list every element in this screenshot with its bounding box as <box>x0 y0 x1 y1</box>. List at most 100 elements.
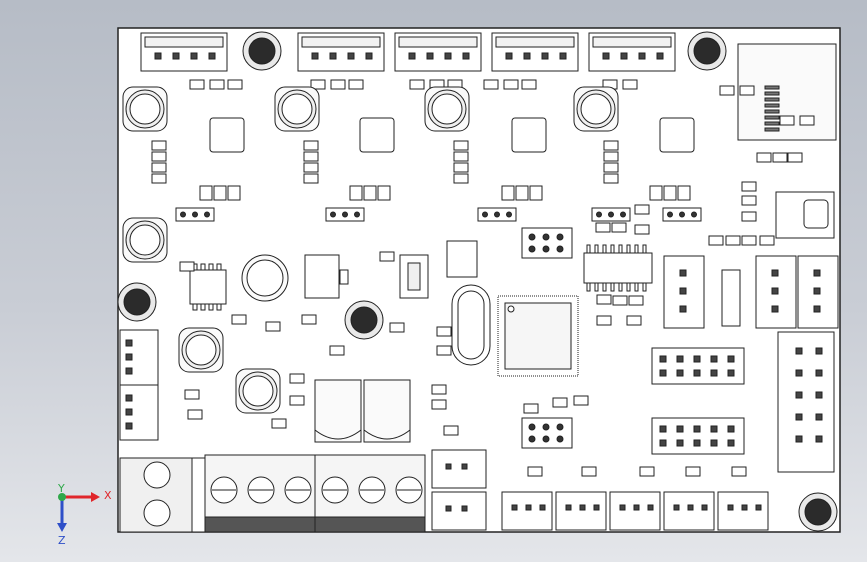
header-cluster <box>521 417 573 449</box>
chip-leg <box>192 303 198 311</box>
header-pin <box>691 211 697 218</box>
z-axis-label: Z <box>58 534 66 547</box>
jst-pin <box>579 504 586 511</box>
jst-pin <box>771 287 779 295</box>
smd-cap <box>649 185 663 201</box>
box-pin <box>815 435 823 443</box>
box-pin <box>815 391 823 399</box>
jst-connector-vertical <box>663 255 705 329</box>
jumper-pin <box>659 425 667 433</box>
button-cap <box>407 262 421 291</box>
jumper-block <box>651 417 745 455</box>
jst-pin <box>461 505 468 512</box>
smd-component <box>626 315 642 326</box>
smd-resistor <box>303 173 319 184</box>
jst-pin <box>755 504 762 511</box>
header-pin <box>667 211 673 218</box>
cap-curve <box>314 429 362 440</box>
header-pin <box>342 211 348 218</box>
smd-resistor <box>453 162 469 173</box>
smd-resistor <box>151 151 167 162</box>
jst-pin <box>687 504 694 511</box>
smd-pad <box>503 79 519 90</box>
smd-component <box>436 326 452 337</box>
header-pin <box>596 211 602 218</box>
jst-connector-bottom <box>555 491 607 531</box>
chip-leg <box>586 282 591 292</box>
jumper-pin <box>710 425 718 433</box>
box-pin <box>815 369 823 377</box>
jumper-pin <box>659 355 667 363</box>
header-pin <box>192 211 198 218</box>
jst-pin <box>701 504 708 511</box>
chip-leg <box>634 282 639 292</box>
sd-contact <box>764 103 780 108</box>
chip-leg <box>634 244 639 254</box>
chip-leg <box>200 303 206 311</box>
jst-pin <box>656 52 664 60</box>
smd-component <box>639 466 655 477</box>
smd-pad <box>521 79 537 90</box>
header-pin <box>204 211 210 218</box>
jumper-pin <box>710 439 718 447</box>
smd-component <box>431 384 447 395</box>
box-pin <box>795 347 803 355</box>
smd-component <box>741 211 757 222</box>
side-pin <box>125 408 133 416</box>
jst-pin <box>679 287 687 295</box>
smd-pad <box>189 79 205 90</box>
chip-leg <box>618 282 623 292</box>
smd-component <box>289 373 305 384</box>
jst-pin <box>444 52 452 60</box>
header-pin <box>528 233 536 241</box>
terminal-divider <box>191 457 207 533</box>
smd-pad <box>483 79 499 90</box>
header-pin <box>620 211 626 218</box>
smd-resistor <box>151 140 167 151</box>
inductor-core <box>129 93 161 125</box>
inductor-core <box>281 93 313 125</box>
chip-leg <box>208 303 214 311</box>
smd-component <box>756 152 772 163</box>
side-pin <box>125 394 133 402</box>
smd-component <box>634 224 650 235</box>
x-axis-arrow <box>91 492 100 502</box>
jst-pin <box>813 305 821 313</box>
smd-cap <box>515 185 529 201</box>
smd-component <box>271 418 287 429</box>
mounting-hole-icon <box>248 37 276 65</box>
smd-cap <box>213 185 227 201</box>
jst-pin <box>593 504 600 511</box>
smd-component <box>685 466 701 477</box>
smd-pad <box>409 79 425 90</box>
header-pin <box>556 435 564 443</box>
box-pin <box>795 435 803 443</box>
chip-leg <box>586 244 591 254</box>
jst-connector-latch <box>592 36 672 48</box>
smd-component <box>628 295 644 306</box>
box-header <box>777 331 835 473</box>
x-axis-label: X <box>104 489 112 502</box>
jst-pin <box>559 52 567 60</box>
driver-chip <box>659 117 695 153</box>
power-inductor-core <box>246 259 284 297</box>
smd-resistor <box>303 162 319 173</box>
jst-pin <box>208 52 216 60</box>
chip-leg <box>216 303 222 311</box>
smd-resistor <box>603 151 619 162</box>
jst-pin <box>523 52 531 60</box>
sd-contact <box>764 85 780 90</box>
jumper-pin <box>676 425 684 433</box>
jst-pin <box>347 52 355 60</box>
smd-component <box>552 397 568 408</box>
jst-pin <box>741 504 748 511</box>
jst-pin <box>679 305 687 313</box>
mounting-hole-icon <box>693 37 721 65</box>
side-pin <box>125 367 133 375</box>
smd-component <box>708 235 724 246</box>
smd-component <box>329 345 345 356</box>
side-pin <box>125 339 133 347</box>
smd-component <box>731 466 747 477</box>
header-pin <box>180 211 186 218</box>
jst-pin <box>190 52 198 60</box>
